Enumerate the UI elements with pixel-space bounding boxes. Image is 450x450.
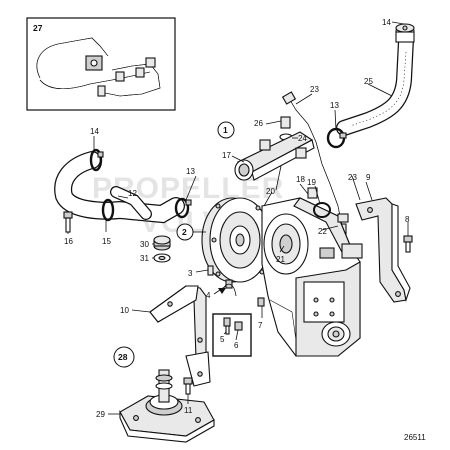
callout-13-top: 13 <box>330 101 339 110</box>
callout-4: 4 <box>206 291 211 300</box>
inset-hose-assembly: 27 <box>26 17 176 111</box>
callout-5: 5 <box>220 335 225 344</box>
callout-7: 7 <box>258 321 263 330</box>
group-marker-28: 28 <box>113 346 135 368</box>
detail-box-5-6 <box>212 313 252 357</box>
callout-10: 10 <box>120 306 129 315</box>
inset-label: 27 <box>33 23 43 33</box>
callout-30: 30 <box>140 240 149 249</box>
callout-17: 17 <box>222 151 231 160</box>
callout-15: 15 <box>102 237 111 246</box>
callout-24: 24 <box>298 134 307 143</box>
callout-29: 29 <box>96 410 105 419</box>
flywheel-housing-20 <box>201 197 271 283</box>
bolt-16 <box>63 211 73 233</box>
engine-mount-29 <box>119 369 215 443</box>
callout-11: 11 <box>184 406 193 415</box>
group-marker-1: 1 <box>217 121 235 139</box>
callout-12: 12 <box>128 189 137 198</box>
fitting-18-19-22 <box>307 187 349 223</box>
callout-23-top: 23 <box>310 85 319 94</box>
leader-lines <box>67 21 409 415</box>
svg-text:1: 1 <box>223 125 228 135</box>
callout-14-left: 14 <box>90 127 99 136</box>
drawing-number: 26511 <box>404 433 426 442</box>
reverse-gear-21 <box>261 197 363 357</box>
bolt-11 <box>183 377 193 395</box>
group-marker-2: 2 <box>176 223 194 241</box>
callout-19: 19 <box>307 178 316 187</box>
callout-22: 22 <box>318 227 327 236</box>
mounting-bracket-9 <box>355 197 411 303</box>
callout-25: 25 <box>364 77 373 86</box>
callout-13-left: 13 <box>186 167 195 176</box>
callout-9: 9 <box>366 173 371 182</box>
callout-21: 21 <box>276 255 285 264</box>
callout-3: 3 <box>188 269 193 278</box>
exhaust-hose-25 <box>336 23 415 136</box>
spacer-30-washer-31 <box>153 235 171 263</box>
callout-23-right: 23 <box>348 173 357 182</box>
callout-16: 16 <box>64 237 73 246</box>
callout-26: 26 <box>254 119 263 128</box>
callout-6: 6 <box>234 341 239 350</box>
hose-clamp-14-left <box>89 148 104 172</box>
heat-exchanger-17 <box>234 131 315 181</box>
hose-clamp-15 <box>101 198 115 222</box>
callout-20: 20 <box>266 187 275 196</box>
bolt-8 <box>403 235 413 253</box>
callout-18: 18 <box>296 175 305 184</box>
svg-text:28: 28 <box>118 352 128 362</box>
hose-clamp-13-left <box>174 197 192 219</box>
callout-8: 8 <box>405 215 410 224</box>
callout-14-top: 14 <box>382 18 391 27</box>
callout-labels: 14 25 23 13 26 24 1 14 17 18 19 23 9 13 … <box>64 18 410 419</box>
svg-text:2: 2 <box>182 227 187 237</box>
callout-31: 31 <box>140 254 149 263</box>
